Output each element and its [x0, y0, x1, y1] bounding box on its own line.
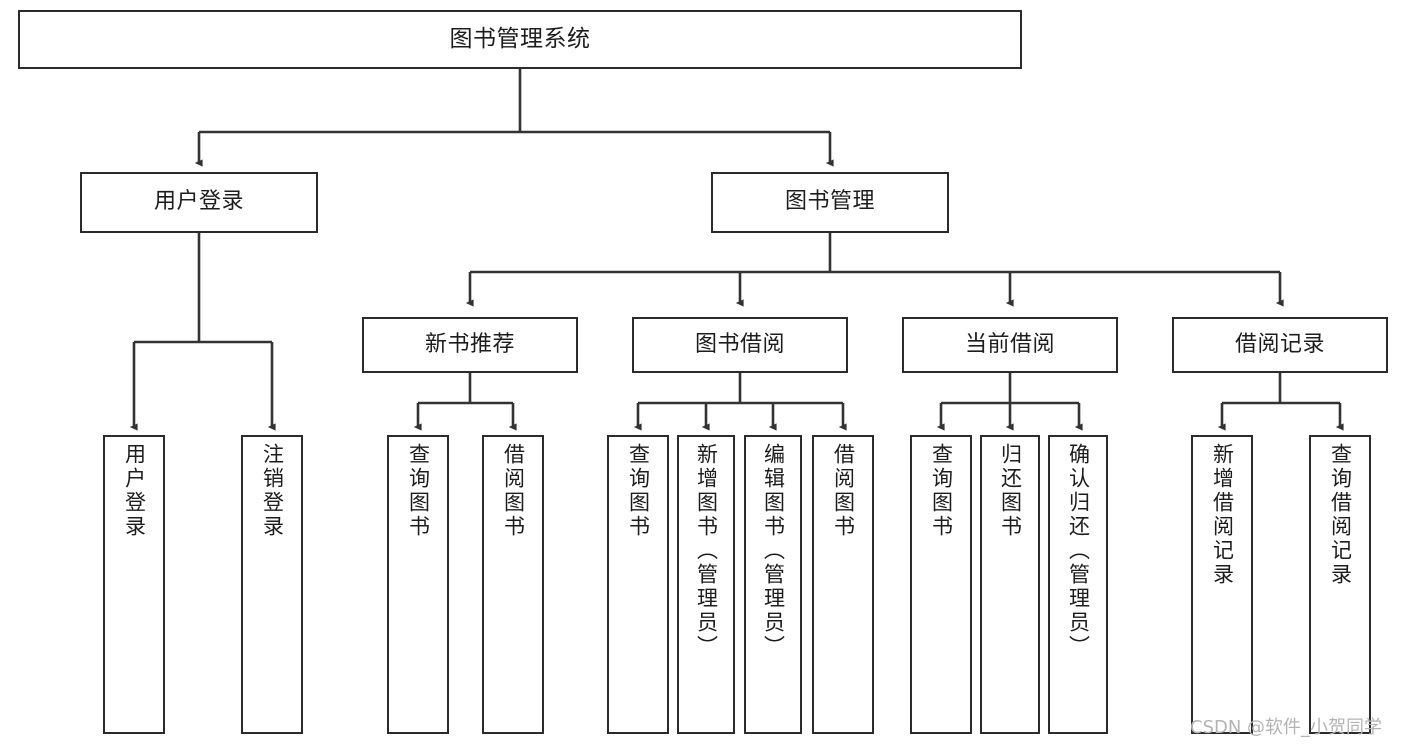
node-label: 注销登录	[260, 443, 285, 539]
node-label: 确认归还（管理员）	[1066, 443, 1091, 659]
node-label: 新书推荐	[424, 331, 515, 357]
csdn-watermark: CSDN @软件_小贺同学	[1190, 717, 1383, 738]
node-book-borrow[interactable]: 图书借阅	[632, 317, 848, 373]
node-root-book-management-system[interactable]: 图书管理系统	[18, 10, 1022, 69]
node-new-book-recommend[interactable]: 新书推荐	[362, 317, 578, 373]
node-label: 查询借阅记录	[1328, 443, 1353, 587]
node-leaf-borrow-book-1[interactable]: 借阅图书	[482, 435, 544, 734]
node-leaf-user-login[interactable]: 用户登录	[103, 435, 165, 734]
node-label: 借阅记录	[1234, 331, 1325, 357]
node-label: 新增图书（管理员）	[694, 443, 719, 659]
node-label: 查询图书	[929, 443, 954, 539]
node-label: 用户登录	[153, 189, 244, 215]
node-label: 查询图书	[626, 443, 651, 539]
node-borrow-record[interactable]: 借阅记录	[1172, 317, 1388, 373]
node-label: 编辑图书（管理员）	[761, 443, 786, 659]
node-leaf-query-book-2[interactable]: 查询图书	[607, 435, 669, 734]
node-label: 用户登录	[122, 443, 147, 539]
node-leaf-user-logout[interactable]: 注销登录	[241, 435, 303, 734]
node-leaf-confirm-return[interactable]: 确认归还（管理员）	[1048, 435, 1108, 734]
node-label: 借阅图书	[831, 443, 856, 539]
node-label: 当前借阅	[964, 331, 1055, 357]
node-leaf-query-record[interactable]: 查询借阅记录	[1309, 435, 1371, 734]
node-leaf-add-book[interactable]: 新增图书（管理员）	[677, 435, 735, 734]
node-label: 借阅图书	[501, 443, 526, 539]
node-current-borrow[interactable]: 当前借阅	[902, 317, 1118, 373]
node-leaf-add-record[interactable]: 新增借阅记录	[1191, 435, 1253, 734]
node-leaf-borrow-book-2[interactable]: 借阅图书	[812, 435, 874, 734]
node-leaf-edit-book[interactable]: 编辑图书（管理员）	[744, 435, 802, 734]
node-leaf-return-book[interactable]: 归还图书	[980, 435, 1040, 734]
node-book-manage[interactable]: 图书管理	[711, 172, 949, 233]
node-label: 新增借阅记录	[1210, 443, 1235, 587]
node-label: 归还图书	[998, 443, 1023, 539]
node-leaf-query-book-3[interactable]: 查询图书	[910, 435, 972, 734]
node-label: 图书管理系统	[449, 25, 591, 52]
node-label: 查询图书	[406, 443, 431, 539]
node-label: 图书借阅	[694, 331, 785, 357]
node-user-login[interactable]: 用户登录	[80, 172, 318, 233]
node-label: 图书管理	[784, 189, 875, 215]
node-leaf-query-book-1[interactable]: 查询图书	[387, 435, 449, 734]
